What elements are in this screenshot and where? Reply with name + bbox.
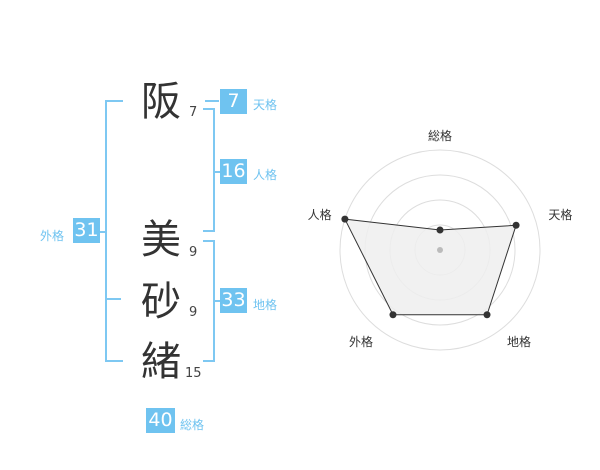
chikaku-label: 地格: [253, 298, 278, 312]
radar-point-5: [341, 215, 349, 223]
jinkaku-bracket: [203, 108, 215, 232]
jinkaku-badge: 16: [220, 159, 247, 184]
radar-point-2: [512, 221, 520, 229]
gaikaku-label: 外格: [40, 229, 65, 243]
stroke-count-4: 15: [185, 366, 202, 381]
soukaku-label: 総格: [180, 418, 205, 432]
stroke-count-1: 7: [189, 105, 198, 120]
radar-center-dot: [437, 247, 443, 253]
gaikaku-bracket-mid-tick: [105, 298, 121, 300]
jinkaku-connector: [215, 171, 221, 173]
name-char-3: 砂: [141, 279, 181, 325]
radar-point-3: [483, 311, 491, 319]
chikaku-connector: [215, 300, 221, 302]
radar-area: [344, 218, 517, 316]
radar-axis-label-5: 人格: [308, 207, 332, 222]
name-char-1: 阪: [141, 79, 181, 125]
radar-axis-label-1: 総格: [428, 128, 452, 143]
name-char-2: 美: [141, 217, 181, 263]
soukaku-badge: 40: [146, 408, 175, 433]
radar-axis-label-4: 外格: [349, 334, 373, 349]
stroke-count-2: 9: [189, 245, 198, 260]
chikaku-bracket: [203, 240, 215, 362]
name-char-4: 緒: [141, 339, 181, 385]
stroke-count-3: 9: [189, 305, 198, 320]
radar-grid-ring-4: [339, 149, 541, 351]
tenkaku-label: 天格: [253, 98, 278, 112]
radar-axis-label-3: 地格: [507, 334, 531, 349]
tenkaku-connector: [205, 100, 219, 102]
jinkaku-label: 人格: [253, 168, 278, 182]
tenkaku-badge: 7: [220, 89, 247, 114]
radar-axis-label-2: 天格: [548, 207, 572, 222]
radar-point-4: [389, 311, 397, 319]
radar-point-1: [436, 226, 444, 234]
gaikaku-badge: 31: [73, 218, 100, 243]
chikaku-badge: 33: [220, 288, 247, 313]
gaikaku-connector: [99, 231, 107, 233]
